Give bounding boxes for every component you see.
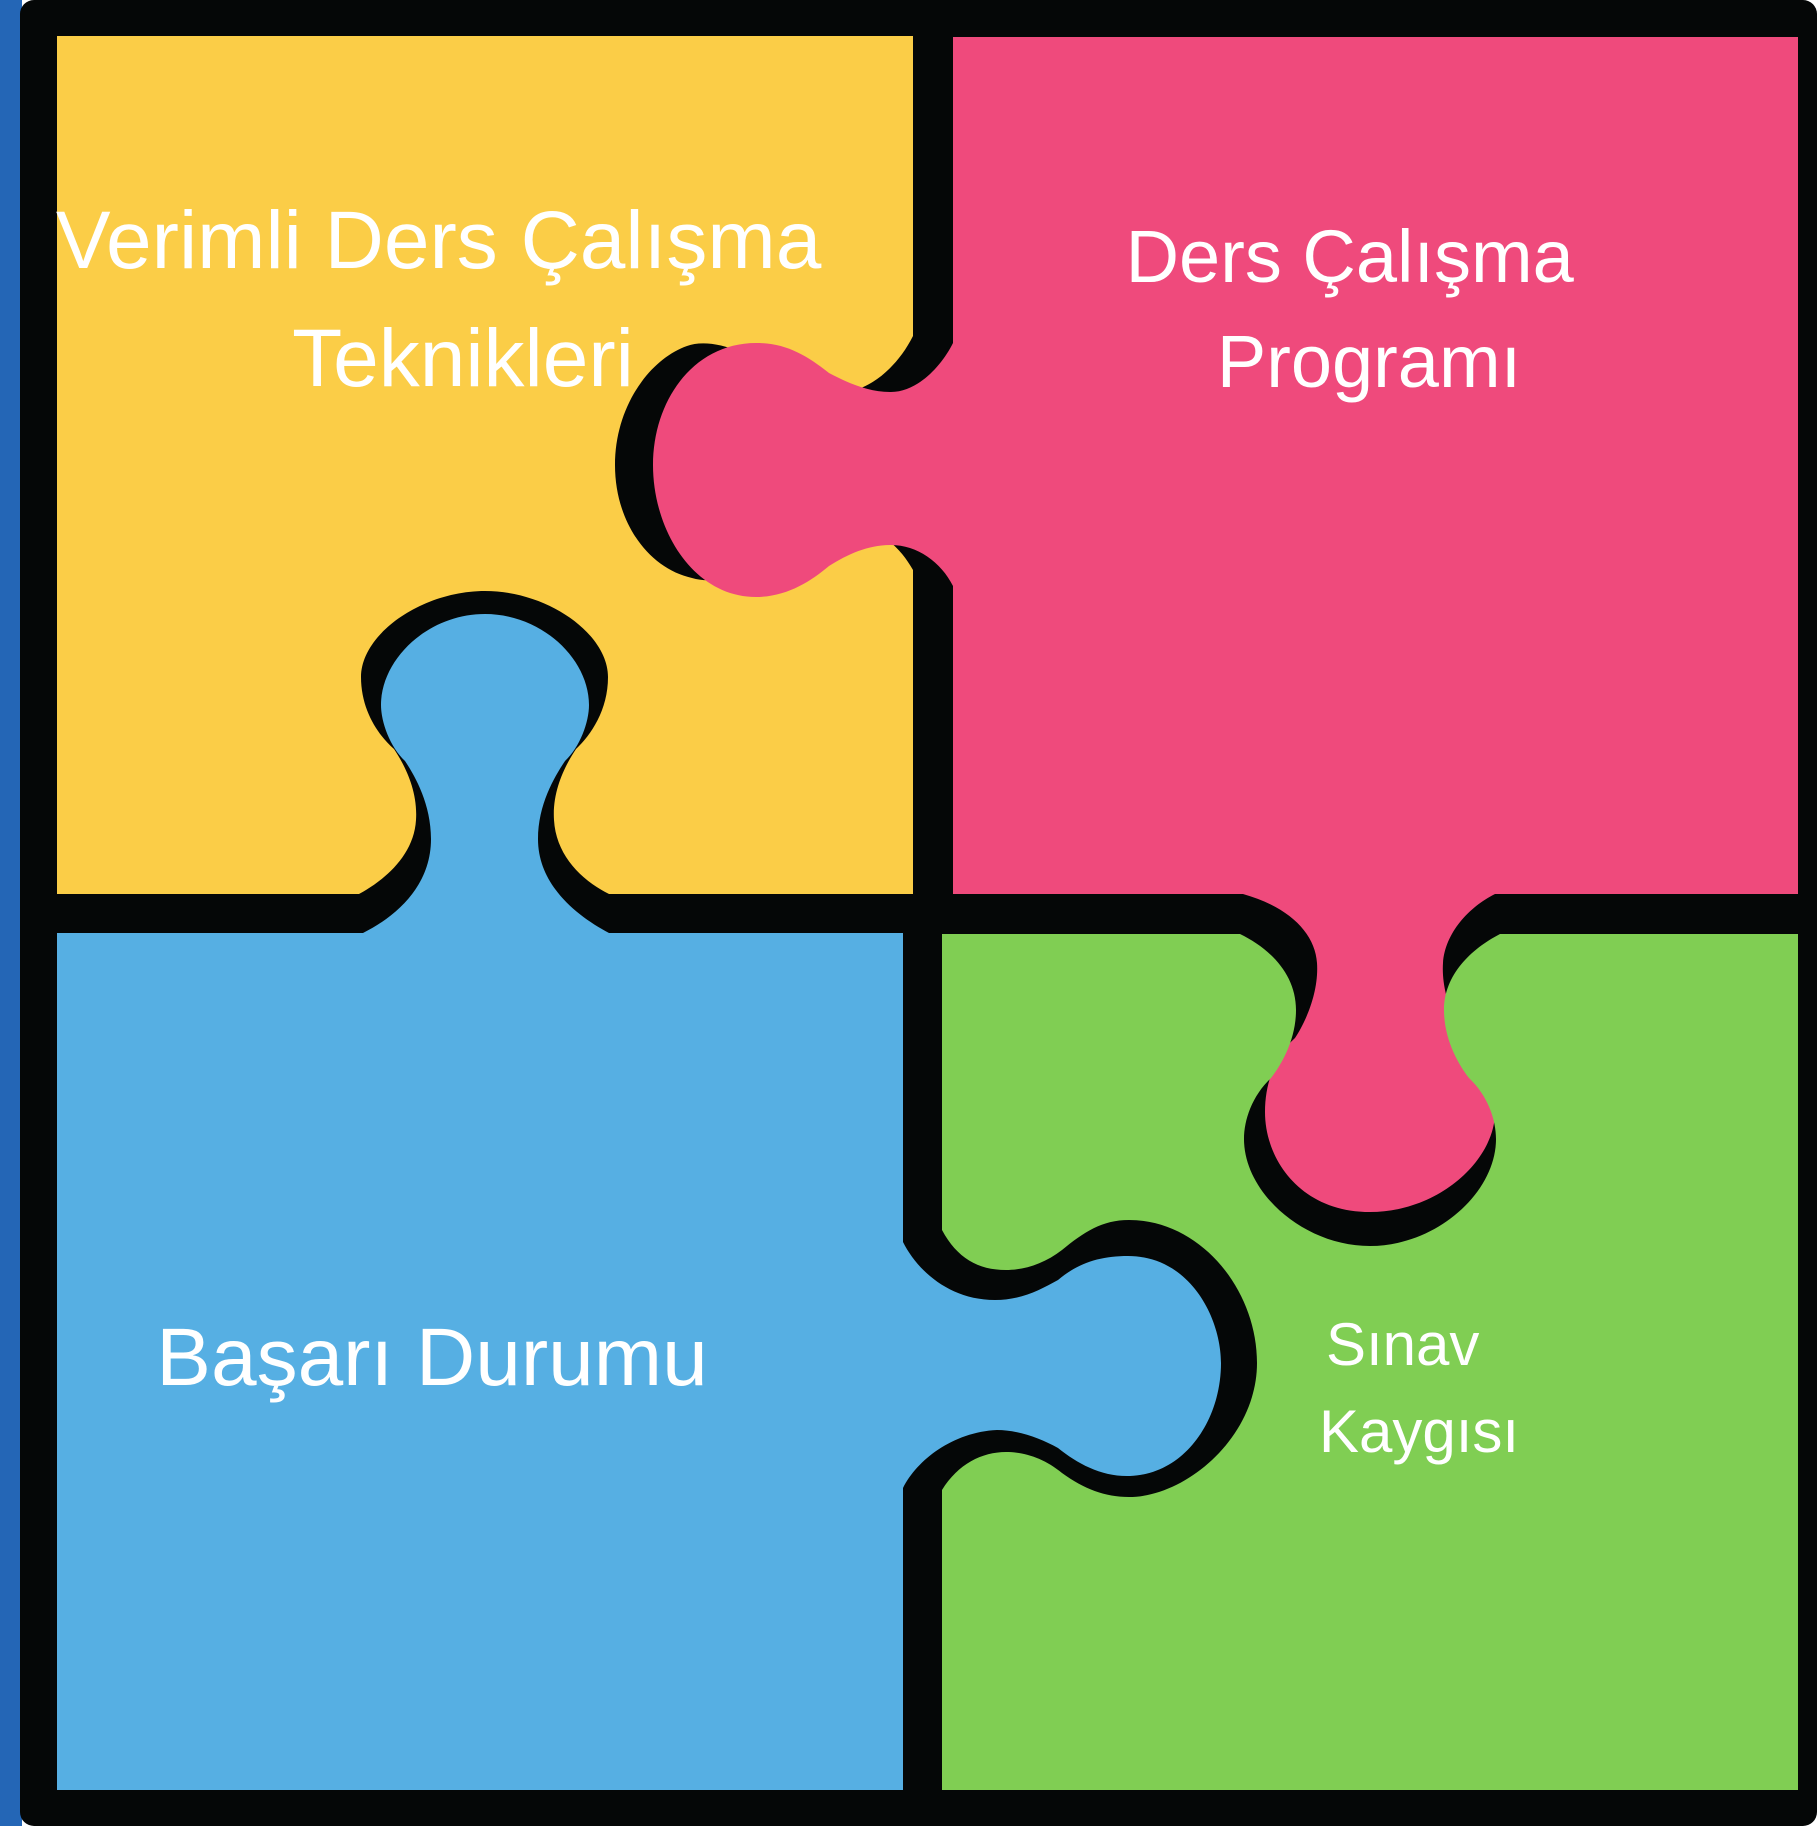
label-line: Ders Çalışma xyxy=(1126,215,1575,298)
left-edge-strip xyxy=(0,0,22,1826)
label-line: Kaygısı xyxy=(1319,1398,1519,1465)
label-line: Teknikleri xyxy=(292,313,634,404)
label-basari-durumu: Başarı Durumu xyxy=(156,1312,707,1403)
label-ders-calisma-programi: Ders Çalışma Programı xyxy=(1126,215,1595,403)
label-line: Programı xyxy=(1217,320,1521,403)
label-line: Başarı Durumu xyxy=(156,1312,707,1403)
label-line: Verimli Ders Çalışma xyxy=(56,195,822,286)
piece-top-right xyxy=(653,37,1798,1212)
piece-top-left xyxy=(57,36,913,894)
label-verimli-ders-calisma-teknikleri: Verimli Ders Çalışma Teknikleri xyxy=(56,195,844,404)
piece-bottom-left xyxy=(57,614,1221,1790)
label-sinav-kaygisi: Sınav Kaygısı xyxy=(1319,1311,1519,1465)
label-line: Sınav xyxy=(1326,1311,1479,1378)
piece-bottom-right xyxy=(942,934,1798,1790)
